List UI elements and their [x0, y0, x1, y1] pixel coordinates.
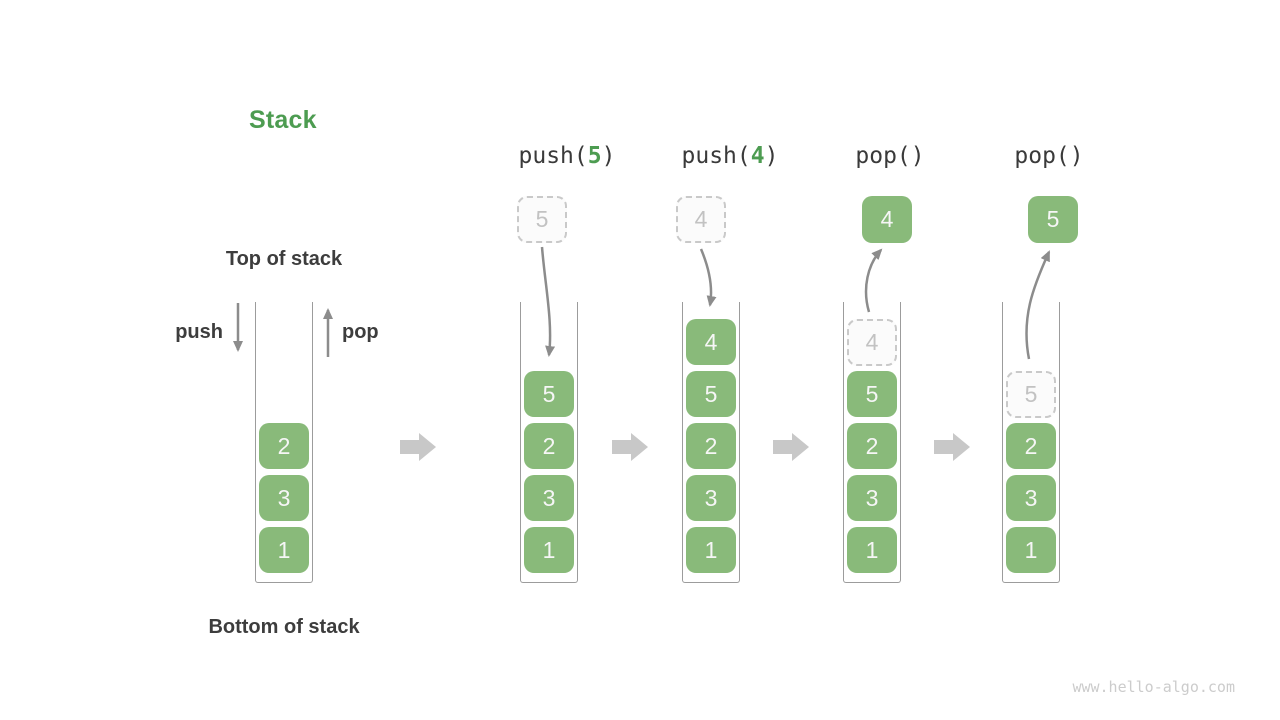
pushed-element-ghost: 5: [517, 196, 567, 243]
op-text: ): [1069, 143, 1084, 169]
op-text: push(: [681, 143, 751, 169]
op-text: pop(: [1014, 143, 1070, 169]
op-text: ): [764, 143, 779, 169]
op-text: pop(: [855, 143, 911, 169]
stack-element: 2: [259, 423, 309, 469]
stack-container: [520, 302, 578, 583]
flow-arrow-icon: [934, 433, 970, 461]
stack-container: [843, 302, 901, 583]
stack-element: 1: [524, 527, 574, 573]
stack-element: 1: [259, 527, 309, 573]
operation-label: push(4): [660, 143, 800, 169]
stack-container: [255, 302, 313, 583]
op-text: ): [910, 143, 925, 169]
stack-element: 5: [524, 371, 574, 417]
pop-label: pop: [342, 321, 379, 343]
stack-element: 3: [1006, 475, 1056, 521]
stack-element: 3: [847, 475, 897, 521]
pushed-element-ghost: 4: [676, 196, 726, 243]
flow-arrow-icon: [612, 433, 648, 461]
stack-element: 2: [847, 423, 897, 469]
stack-element: 5: [686, 371, 736, 417]
stack-element: 3: [686, 475, 736, 521]
stack-element: 3: [259, 475, 309, 521]
top-of-stack-label: Top of stack: [225, 248, 343, 270]
stack-element: 2: [1006, 423, 1056, 469]
op-text: ): [601, 143, 616, 169]
operation-label: push(5): [497, 143, 637, 169]
stack-title: Stack: [249, 106, 317, 134]
stack-element-ghost: 5: [1006, 371, 1056, 418]
bottom-of-stack-label: Bottom of stack: [208, 616, 360, 638]
popped-element: 4: [862, 196, 912, 243]
operation-label: pop(): [979, 143, 1119, 169]
popped-element: 5: [1028, 196, 1078, 243]
push-transfer-arrow-icon: [699, 248, 717, 307]
flow-arrow-icon: [400, 433, 436, 461]
stack-container: [682, 302, 740, 583]
stack-element-ghost: 4: [847, 319, 897, 366]
watermark: www.hello-algo.com: [1072, 678, 1235, 696]
stack-element: 1: [686, 527, 736, 573]
op-argument: 5: [587, 143, 602, 169]
push-label: push: [175, 321, 223, 343]
stack-element: 3: [524, 475, 574, 521]
operation-label: pop(): [820, 143, 960, 169]
stack-element: 2: [524, 423, 574, 469]
flow-arrow-icon: [773, 433, 809, 461]
stack-element: 1: [1006, 527, 1056, 573]
op-argument: 4: [750, 143, 765, 169]
stack-container: [1002, 302, 1060, 583]
stack-element: 2: [686, 423, 736, 469]
op-text: push(: [518, 143, 588, 169]
stack-element: 1: [847, 527, 897, 573]
stack-element: 4: [686, 319, 736, 365]
stack-element: 5: [847, 371, 897, 417]
